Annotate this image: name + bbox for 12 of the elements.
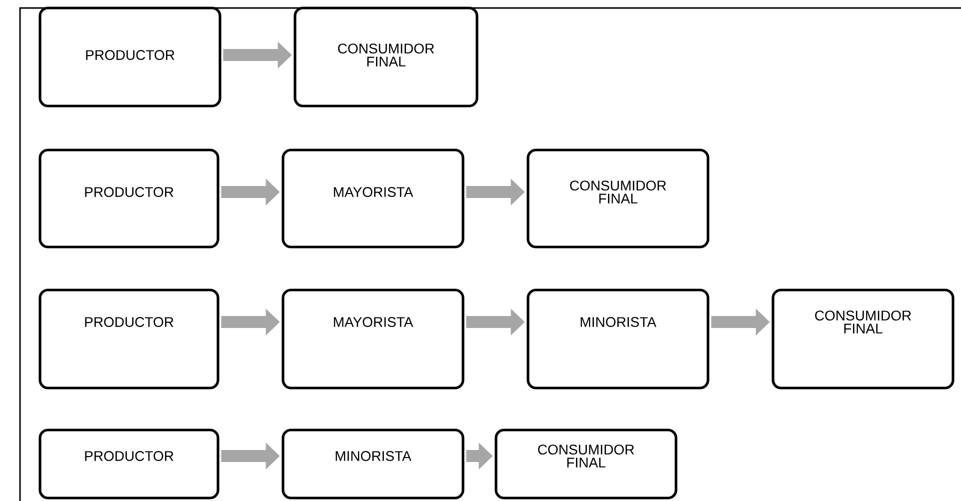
process-box: MAYORISTA <box>282 288 464 390</box>
process-box: MAYORISTA <box>282 148 464 248</box>
process-box: CONSUMIDOR FINAL <box>772 288 954 390</box>
process-box: MINORISTA <box>282 428 464 500</box>
process-box: PRODUCTOR <box>38 6 222 108</box>
process-box: CONSUMIDOR FINAL <box>526 148 710 248</box>
process-box: PRODUCTOR <box>38 288 220 390</box>
process-box: CONSUMIDOR FINAL <box>494 428 678 500</box>
process-box: PRODUCTOR <box>38 428 220 500</box>
process-box: MINORISTA <box>526 288 710 390</box>
process-box: CONSUMIDOR FINAL <box>294 6 478 108</box>
process-box: PRODUCTOR <box>38 148 220 248</box>
